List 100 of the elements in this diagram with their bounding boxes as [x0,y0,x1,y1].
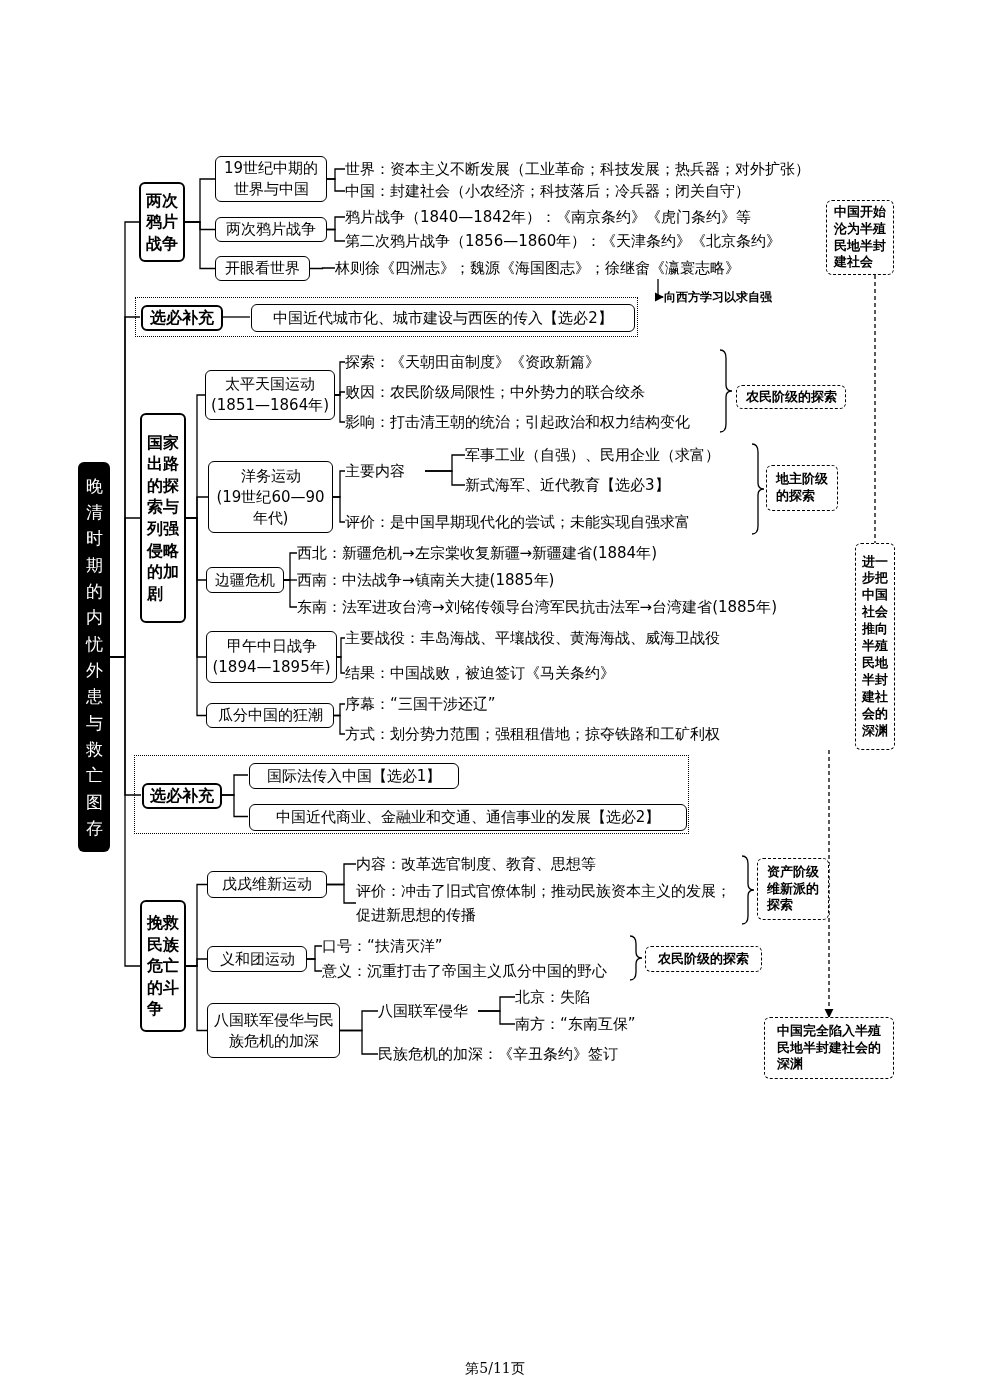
topic-label: 两次鸦片战争 [226,219,316,240]
branch-text: 民族危机的加深：《辛丑条约》签订 [378,1043,618,1065]
note-text: 向西方学习以求自强 [664,288,772,306]
topic-label: 选必补充 [150,785,214,807]
topic-label: 中国近代商业、金融业和交通、通信事业的发展【选必2】 [275,807,661,828]
topic-box [249,763,459,789]
connector-line [424,470,466,486]
conclusion-box [736,385,846,409]
branch-text: 方式：划分势力范围；强租租借地；掠夺铁路和工矿利权 [345,723,720,745]
branch-text: 东南：法军进攻台湾→刘铭传领导台湾军民抗击法军→台湾建省(1885年) [297,596,777,618]
branch-text: 内容：改革选官制度、教育、思想等 [356,853,596,875]
conclusion-text: 资产阶级维新派的探索 [767,863,819,915]
topic-box [215,217,327,242]
conclusion-box [764,1017,894,1079]
branch-text: 主要战役：丰岛海战、平壤战役、黄海海战、威海卫战役 [345,627,720,649]
topic-box [206,567,284,593]
topic-box [215,256,310,281]
conclusion-text: 农民阶级的探索 [658,950,749,968]
branch-text: 林则徐《四洲志》；魏源《海国图志》；徐继畬《瀛寰志略》 [335,257,745,279]
supplement-box [142,783,222,809]
conclusion-text: 中国开始沦为半殖民地半封建社会 [834,203,886,272]
topic-label: 开眼看世界 [225,258,300,279]
connector-line [185,965,208,1032]
date-range: (1851—1864年) [210,395,330,416]
category-box [139,182,185,262]
category-box [140,900,186,1032]
topic-box [249,804,687,831]
connector-line [326,883,357,904]
topic-label: 义和团运动 [219,948,295,970]
date-range: (1894—1895年) [212,657,331,678]
branch-text: 中国：封建社会（小农经济；科技落后；冷兵器；闭关自守） [345,180,750,202]
topic-label: 中国近代城市化、城市建设与西医的传入【选必2】 [273,307,613,329]
conclusion-box [766,465,838,511]
topic-box [206,703,334,728]
conclusion-text: 地主阶级的探索 [776,471,828,505]
topic-box [207,1003,340,1058]
topic-label: 瓜分中国的狂潮 [217,705,323,726]
supplement-box [141,305,223,331]
category-box [140,413,186,623]
conclusion-box [757,858,829,920]
category-label: 挽救民族危亡的斗争 [147,912,179,1020]
branch-text: 口号：“扶清灭洋” [322,935,443,957]
topic-label: 19世纪中期的世界与中国 [222,158,320,200]
connector-line [339,1029,379,1055]
branch-text: 评价：是中国早期现代化的尝试；未能实现自强求富 [345,511,690,533]
branch-text: 世界：资本主义不断发展（工业革命；科技发展；热兵器；对外扩张） [345,158,810,180]
topic-box [215,156,327,202]
group-frame [135,297,638,337]
topic-label: 选必补充 [150,307,214,329]
connector-line [306,958,323,972]
connector-line [326,228,346,242]
connector-line [336,656,346,674]
date-range: (19世纪60—90年代) [215,486,326,529]
connector-line [283,579,298,608]
branch-text: 军事工业（自强）、民用企业（求富） [465,444,720,466]
topic-box [207,946,307,972]
branch-text: 影响：打击清王朝的统治；引起政治和权力结构变化 [345,411,690,433]
branch-text: 八国联军侵华 [378,1000,478,1022]
connector-line [184,221,216,270]
branch-text: 北京：失陷 [515,986,590,1008]
conclusion-text: 农民阶级的探索 [745,388,837,406]
conclusion-box [826,200,894,275]
topic-label: 洋务运动 [240,465,301,487]
category-label: 国家出路的探索与列强侵略的加剧 [147,431,179,605]
conclusion-text: 进一步把中国社会推向半殖民地半封建社会的深渊 [862,553,888,740]
conclusion-box [645,946,762,972]
connector-line [654,278,664,302]
connector-line [309,267,336,270]
topic-box [251,304,635,332]
topic-label: 八国联军侵华与民族危机的加深 [212,1009,335,1052]
connector-line [221,316,251,318]
branch-text: 序幕：“三国干涉还辽” [345,693,496,715]
connector-line [333,714,346,735]
topic-box [207,871,327,898]
topic-box [208,461,333,533]
connector-line [334,394,346,423]
dashed-connector [824,749,834,1018]
page-number: 第5/11页 [464,1359,526,1378]
branch-text: 结果：中国战败，被迫签订《马关条约》 [345,662,615,684]
dashed-connector [874,274,876,544]
topic-label: 太平天国运动 [225,374,315,395]
branch-text: 主要内容 [345,460,425,482]
group-frame [134,755,689,834]
topic-label: 边疆危机 [215,569,275,591]
title-bar [78,462,110,852]
topic-label: 戊戌维新运动 [222,874,312,895]
branch-text: 南方：“东南互保” [515,1013,636,1035]
conclusion-text: 中国完全陷入半殖民地半封建社会的深渊 [777,1022,881,1074]
connector-line [477,1010,516,1025]
conclusion-box [855,543,895,750]
branch-text: 西南：中法战争→镇南关大捷(1885年) [297,569,555,591]
branch-text: 鸦片战争（1840—1842年）：《南京条约》《虎门条约》等 [345,206,752,228]
topic-label: 甲午中日战争 [226,636,317,657]
topic-box [205,370,335,420]
branch-text: 意义：沉重打击了帝国主义瓜分中国的野心 [322,960,607,982]
branch-text: 败因：农民阶级局限性；中外势力的联合绞杀 [345,381,645,403]
branch-text: 第二次鸦片战争（1856—1860年）：《天津条约》《北京条约》 [345,230,782,252]
branch-text: 西北：新疆危机→左宗棠收复新疆→新疆建省(1884年) [297,542,657,564]
connector-line [332,496,346,523]
branch-text: 评价：冲击了旧式官僚体制；推动民族资本主义的发展；促进新思想的传播 [356,879,741,927]
